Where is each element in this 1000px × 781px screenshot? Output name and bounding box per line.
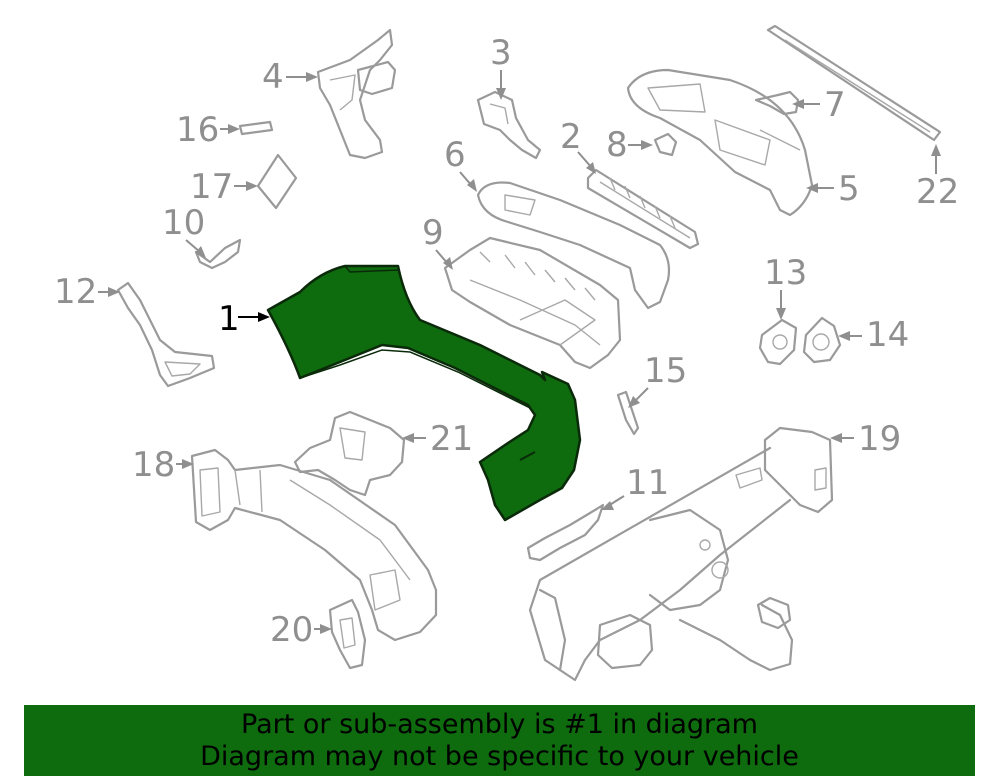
callout-13: 13 xyxy=(764,253,807,320)
part-22-trim-strip xyxy=(766,24,942,142)
callout-3: 3 xyxy=(490,33,512,100)
callout-6: 6 xyxy=(444,135,477,192)
callout-6-label: 6 xyxy=(444,135,466,175)
callout-16-label: 16 xyxy=(176,110,219,150)
callout-8: 8 xyxy=(606,125,653,165)
part-17-pad xyxy=(256,153,298,210)
part-8-clip xyxy=(653,132,678,157)
callout-7-label: 7 xyxy=(824,85,846,125)
callout-15-label: 15 xyxy=(644,351,687,391)
callout-5-label: 5 xyxy=(838,169,860,209)
part-12-side-bracket xyxy=(116,281,216,388)
callout-7: 7 xyxy=(792,85,846,125)
callout-17-label: 17 xyxy=(190,167,233,207)
info-banner: Part or sub-assembly is #1 in diagram Di… xyxy=(24,705,975,776)
callout-4-label: 4 xyxy=(262,57,284,97)
callout-3-label: 3 xyxy=(490,33,512,73)
callout-11: 11 xyxy=(601,463,669,510)
callout-19: 19 xyxy=(830,419,901,459)
callout-12: 12 xyxy=(54,272,120,312)
callout-18-label: 18 xyxy=(132,445,175,485)
part-1-bumper-cover xyxy=(266,264,582,522)
part-18-reinforcement-bar xyxy=(190,448,438,642)
callout-1: 1 xyxy=(218,299,270,339)
callout-20: 20 xyxy=(270,610,332,650)
callout-13-label: 13 xyxy=(764,253,807,293)
part-19-tow-hitch xyxy=(528,426,834,682)
callout-9-label: 9 xyxy=(422,213,444,253)
callout-1-label: 1 xyxy=(218,299,240,339)
callout-10-label: 10 xyxy=(162,203,205,243)
part-4-side-bracket xyxy=(316,28,397,160)
part-6-upper-panel xyxy=(476,181,671,310)
part-11-lower-trim xyxy=(526,503,605,562)
callout-12-label: 12 xyxy=(54,272,97,312)
callout-8-label: 8 xyxy=(606,125,628,165)
part-15-clip xyxy=(616,390,640,436)
banner-line-part: Part or sub-assembly is #1 in diagram xyxy=(241,708,758,740)
part-21-bracket xyxy=(293,410,406,497)
part-13-sensor-bracket xyxy=(758,318,798,366)
callout-10: 10 xyxy=(162,203,206,258)
callout-14: 14 xyxy=(838,315,909,355)
callout-4: 4 xyxy=(262,57,318,97)
part-9-absorber xyxy=(443,236,622,370)
callout-22-label: 22 xyxy=(916,172,959,212)
callout-19-label: 19 xyxy=(858,419,901,459)
callout-20-label: 20 xyxy=(270,610,313,650)
banner-line-disclaimer: Diagram may not be specific to your vehi… xyxy=(200,740,799,772)
callout-22: 22 xyxy=(916,144,959,212)
callout-2-label: 2 xyxy=(560,117,582,157)
callout-15: 15 xyxy=(628,351,687,408)
part-20-plate xyxy=(328,598,367,670)
callout-2: 2 xyxy=(560,117,596,174)
part-14-sensor-bracket xyxy=(802,316,842,364)
callout-5: 5 xyxy=(806,169,860,209)
callout-11-label: 11 xyxy=(626,463,669,503)
callout-18: 18 xyxy=(132,445,194,485)
part-10-clip xyxy=(194,238,242,270)
callout-21: 21 xyxy=(402,419,473,459)
callout-21-label: 21 xyxy=(430,419,473,459)
callout-14-label: 14 xyxy=(866,315,909,355)
part-3-bracket xyxy=(476,90,542,160)
callout-9: 9 xyxy=(422,213,453,270)
part-16-strip xyxy=(238,120,274,136)
callout-16: 16 xyxy=(176,110,240,150)
part-2-grille xyxy=(586,168,700,250)
part-5-lower-panel xyxy=(626,68,814,217)
callout-17: 17 xyxy=(190,167,258,207)
